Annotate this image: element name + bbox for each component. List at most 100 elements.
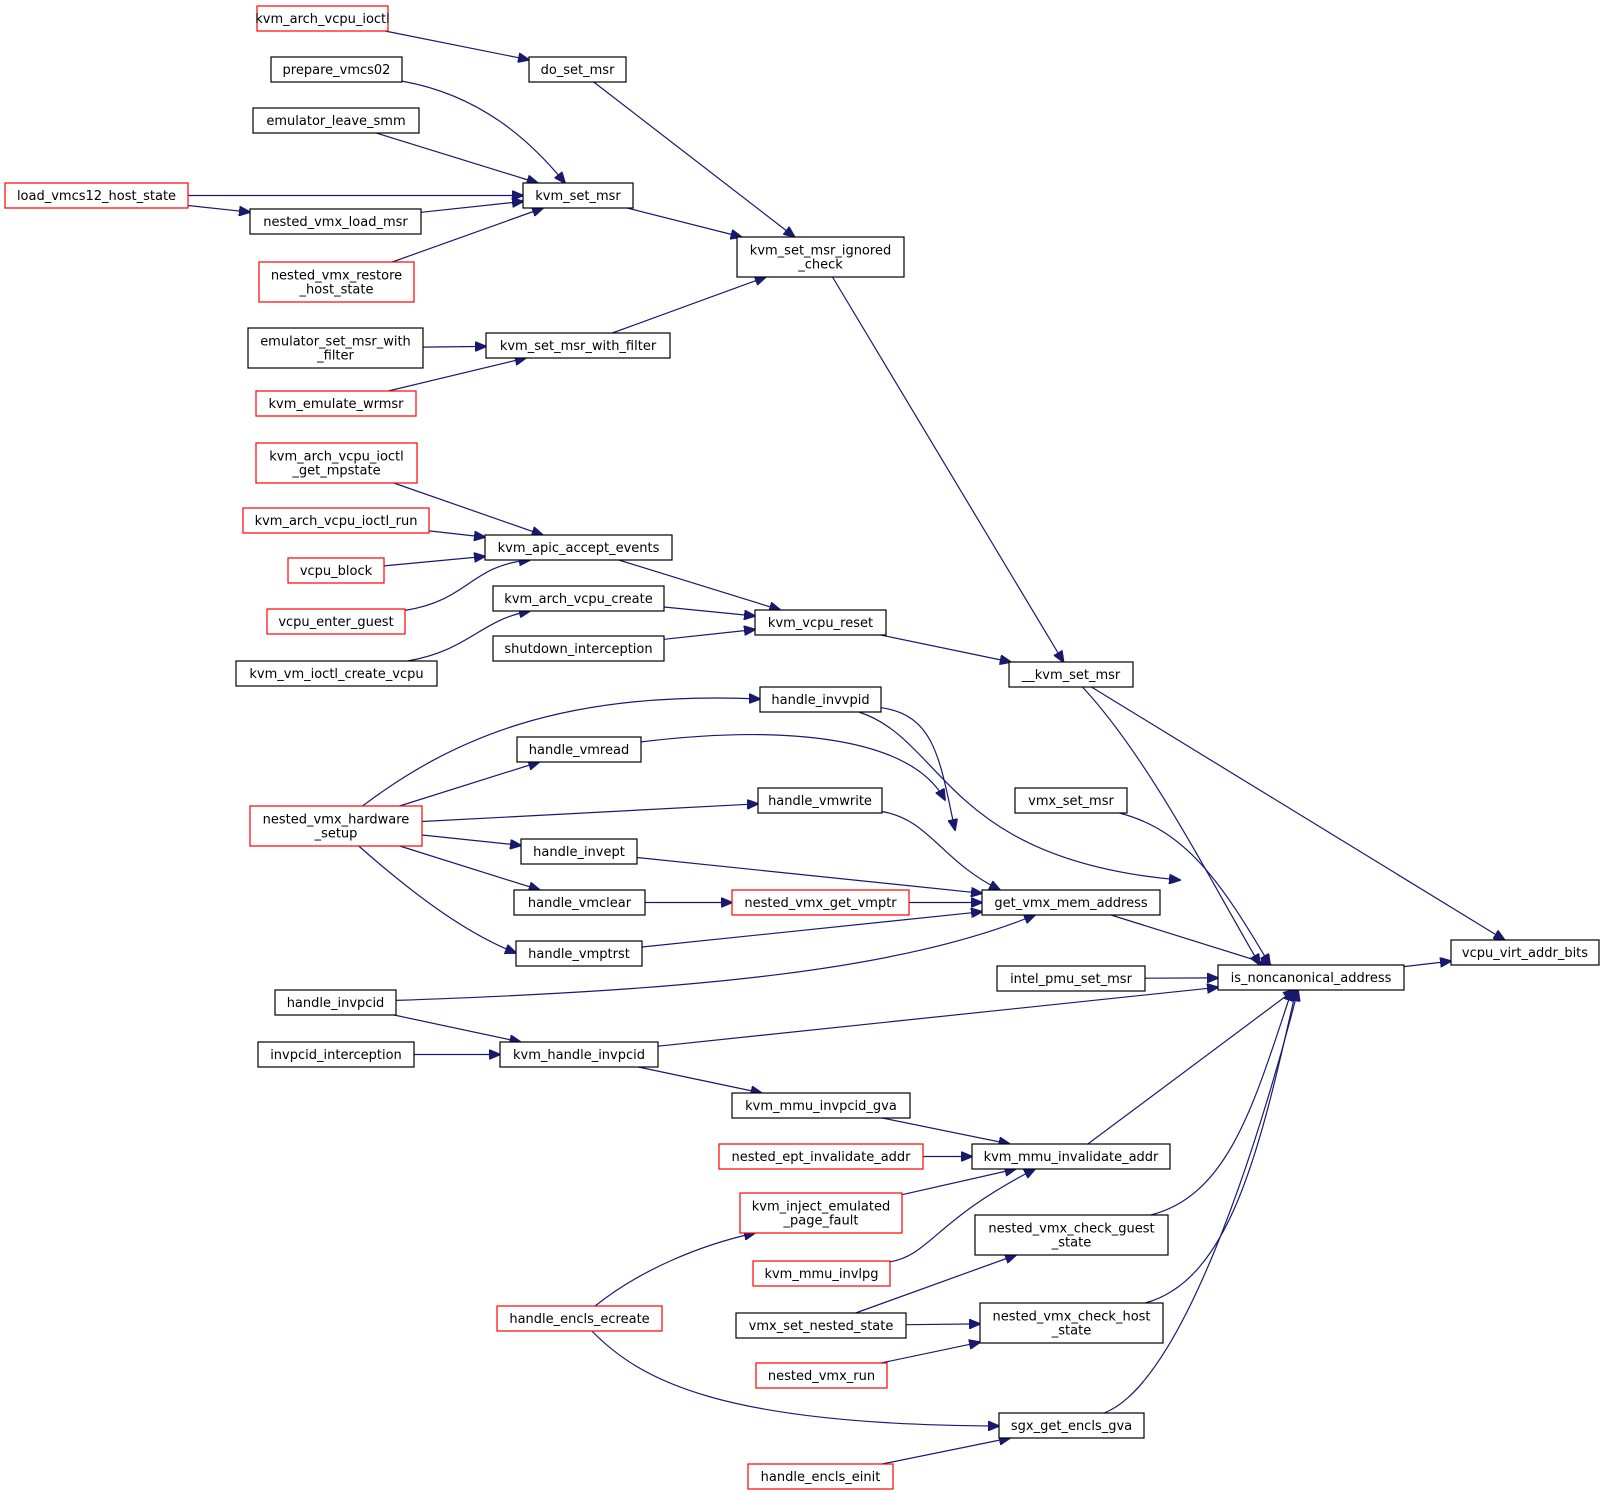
node-prepare-vmcs02[interactable]: prepare_vmcs02 [270, 56, 403, 83]
node-label: handle_vmwrite [768, 794, 872, 809]
node-label: nested_vmx_check_host [992, 1310, 1150, 1325]
node-box [266, 608, 406, 635]
edge-shutdown-interception-to-kvm-vcpu-reset [663, 630, 755, 640]
node-box [516, 736, 642, 763]
node-kvm-arch-vcpu-ioctl[interactable]: kvm_arch_vcpu_ioctl [255, 5, 390, 32]
node-box [735, 1312, 907, 1339]
node-kvm-arch-vcpu-ioctl-get-mpstate[interactable]: kvm_arch_vcpu_ioctl_get_mpstate [255, 442, 418, 484]
edge-kvm-set-msr-with-filter-to-kvm-set-msr-ignored-check [612, 277, 765, 334]
node-nested-vmx-check-guest-state[interactable]: nested_vmx_check_guest_state [974, 1214, 1169, 1256]
node-nested-vmx-restore-host-state[interactable]: nested_vmx_restore_host_state [258, 261, 415, 303]
node-label: sgx_get_encls_gva [1011, 1419, 1132, 1434]
edge-emulator-leave-smm-to-kvm-set-msr [376, 132, 537, 183]
node-handle-invpcid[interactable]: handle_invpcid [274, 989, 397, 1016]
node-handle-invept[interactable]: handle_invept [520, 838, 638, 865]
edge-handle-encls-ecreate-to-kvm-inject-emulated-page-fault [594, 1233, 755, 1307]
node-load-vmcs12-host-state[interactable]: load_vmcs12_host_state [4, 182, 189, 209]
node-label: handle_invpcid [287, 996, 385, 1011]
node-handle-vmptrst[interactable]: handle_vmptrst [515, 940, 643, 967]
node-kvm-arch-vcpu-create[interactable]: kvm_arch_vcpu_create [492, 585, 665, 612]
node-label: is_noncanonical_address [1231, 971, 1392, 986]
node-vcpu-block[interactable]: vcpu_block [287, 557, 385, 584]
node-shutdown-interception[interactable]: shutdown_interception [492, 635, 665, 662]
node-get-vmx-mem-address[interactable]: get_vmx_mem_address [981, 889, 1161, 916]
node-label: kvm_mmu_invlpg [764, 1267, 878, 1282]
node-sgx-get-encls-gva[interactable]: sgx_get_encls_gva [998, 1412, 1145, 1439]
nodes-layer: vcpu_virt_addr_bits is_noncanonical_addre… [4, 5, 1600, 1490]
node-box [528, 56, 627, 83]
edge-nested-vmx-check-guest-state-to-is-noncanonical-address [1150, 990, 1292, 1216]
node-handle-vmread[interactable]: handle_vmread [516, 736, 642, 763]
node-kvm-vm-ioctl-create-vcpu[interactable]: kvm_vm_ioctl_create_vcpu [235, 660, 438, 687]
node-box [258, 261, 415, 303]
node-kvm-mmu-invlpg[interactable]: kvm_mmu_invlpg [752, 1260, 891, 1287]
node-vcpu-enter-guest[interactable]: vcpu_enter_guest [266, 608, 406, 635]
edge-load-vmcs12-host-state-to-nested-vmx-load-msr [187, 204, 250, 213]
node-label: kvm_apic_accept_events [498, 541, 660, 556]
node-kvm-mmu-invpcid-gva[interactable]: kvm_mmu_invpcid_gva [731, 1092, 911, 1119]
node-box [998, 1412, 1145, 1439]
node-invpcid-interception[interactable]: invpcid_interception [257, 1041, 415, 1068]
node-box [755, 1362, 888, 1389]
node-do-set-msr[interactable]: do_set_msr [528, 56, 627, 83]
node-label: _get_mpstate [291, 464, 380, 479]
node-kvm-set-msr[interactable]: kvm_set_msr [522, 182, 634, 209]
node-handle-vmwrite[interactable]: handle_vmwrite [757, 787, 883, 814]
node-box [499, 1041, 659, 1068]
node-label: nested_vmx_run [768, 1369, 875, 1384]
node-vmx-set-nested-state[interactable]: vmx_set_nested_state [735, 1312, 907, 1339]
node-label: kvm_mmu_invpcid_gva [745, 1099, 897, 1114]
node-nested-vmx-get-vmptr[interactable]: nested_vmx_get_vmptr [731, 889, 910, 916]
edge-kvm-handle-invpcid-to-kvm-mmu-invpcid-gva [638, 1066, 761, 1093]
node-handle-encls-ecreate[interactable]: handle_encls_ecreate [496, 1305, 663, 1332]
node-nested-vmx-check-host-state[interactable]: nested_vmx_check_host_state [979, 1302, 1164, 1344]
edge-kvm-inject-emulated-page-fault-to-kvm-mmu-invalidate-addr [901, 1169, 1016, 1196]
node-handle-invvpid[interactable]: handle_invvpid [759, 686, 882, 713]
edge-nested-vmx-restore-host-state-to-kvm-set-msr [392, 208, 543, 263]
node-kvm-vcpu-reset[interactable]: kvm_vcpu_reset [754, 609, 887, 636]
node-kvm-set-msr-ignored-check[interactable]: kvm_set_msr_ignored_check [736, 236, 905, 278]
node-box [4, 182, 189, 209]
node-label: kvm_arch_vcpu_ioctl [269, 450, 404, 465]
node-box [492, 585, 665, 612]
node-handle-vmclear[interactable]: handle_vmclear [513, 889, 646, 916]
node-box [492, 635, 665, 662]
node-label: kvm_vcpu_reset [768, 616, 873, 631]
node-kvm-handle-invpcid[interactable]: kvm_handle_invpcid [499, 1041, 659, 1068]
node-kvm-inject-emulated-page-fault[interactable]: kvm_inject_emulated_page_fault [739, 1192, 903, 1234]
node-label: _state [1051, 1236, 1091, 1251]
node-kvm-mmu-invalidate-addr[interactable]: kvm_mmu_invalidate_addr [971, 1143, 1171, 1170]
node-nested-vmx-hardware-setup[interactable]: nested_vmx_hardware_setup [249, 805, 423, 847]
node-kvm-set-msr-with-filter[interactable]: kvm_set_msr_with_filter [485, 332, 671, 359]
node-nested-ept-invalidate-addr[interactable]: nested_ept_invalidate_addr [718, 1143, 924, 1170]
node-intel-pmu-set-msr[interactable]: intel_pmu_set_msr [996, 965, 1146, 992]
node-handle-encls-einit[interactable]: handle_encls_einit [747, 1463, 894, 1490]
node-label: _check [797, 258, 843, 273]
node-label: handle_invvpid [771, 693, 869, 708]
node-box [256, 5, 389, 32]
node-emulator-set-msr-with-filter[interactable]: emulator_set_msr_with_filter [247, 327, 424, 369]
node-kvm-emulate-wrmsr[interactable]: kvm_emulate_wrmsr [255, 390, 417, 417]
node-label: kvm_arch_vcpu_create [504, 592, 652, 607]
node-kvm-arch-vcpu-ioctl-run[interactable]: kvm_arch_vcpu_ioctl_run [242, 507, 430, 534]
node-emulator-leave-smm[interactable]: emulator_leave_smm [252, 107, 420, 134]
node-label: _state [1051, 1324, 1091, 1339]
node---kvm-set-msr[interactable]: __kvm_set_msr [1008, 661, 1134, 688]
node-label: kvm_arch_vcpu_ioctl_run [255, 514, 418, 529]
node-box [739, 1192, 903, 1234]
node-label: vcpu_enter_guest [278, 615, 393, 630]
edge-kvm-set-msr-to-kvm-set-msr-ignored-check [627, 207, 741, 237]
node-vmx-set-msr[interactable]: vmx_set_msr [1014, 787, 1128, 814]
node-nested-vmx-load-msr[interactable]: nested_vmx_load_msr [249, 208, 422, 235]
edge-handle-vmwrite-to-get-vmx-mem-address [881, 810, 1000, 891]
edge-handle-encls-einit-to-sgx-get-encls-gva [881, 1438, 1010, 1465]
node-kvm-apic-accept-events[interactable]: kvm_apic_accept_events [484, 534, 673, 561]
node-is-noncanonical-address[interactable]: is_noncanonical_address [1217, 964, 1405, 991]
edge-vmx-set-nested-state-to-nested-vmx-check-guest-state [855, 1255, 1017, 1314]
edge-kvm-vm-ioctl-create-vcpu-to-kvm-arch-vcpu-create [407, 611, 531, 662]
node-label: kvm_set_msr_with_filter [500, 339, 657, 354]
node-nested-vmx-run[interactable]: nested_vmx_run [755, 1362, 888, 1389]
edge-kvm-mmu-invpcid-gva-to-kvm-mmu-invalidate-addr [882, 1117, 1009, 1144]
node-label: handle_vmptrst [528, 947, 630, 962]
node-vcpu-virt-addr-bits[interactable]: vcpu_virt_addr_bits [1450, 939, 1600, 966]
